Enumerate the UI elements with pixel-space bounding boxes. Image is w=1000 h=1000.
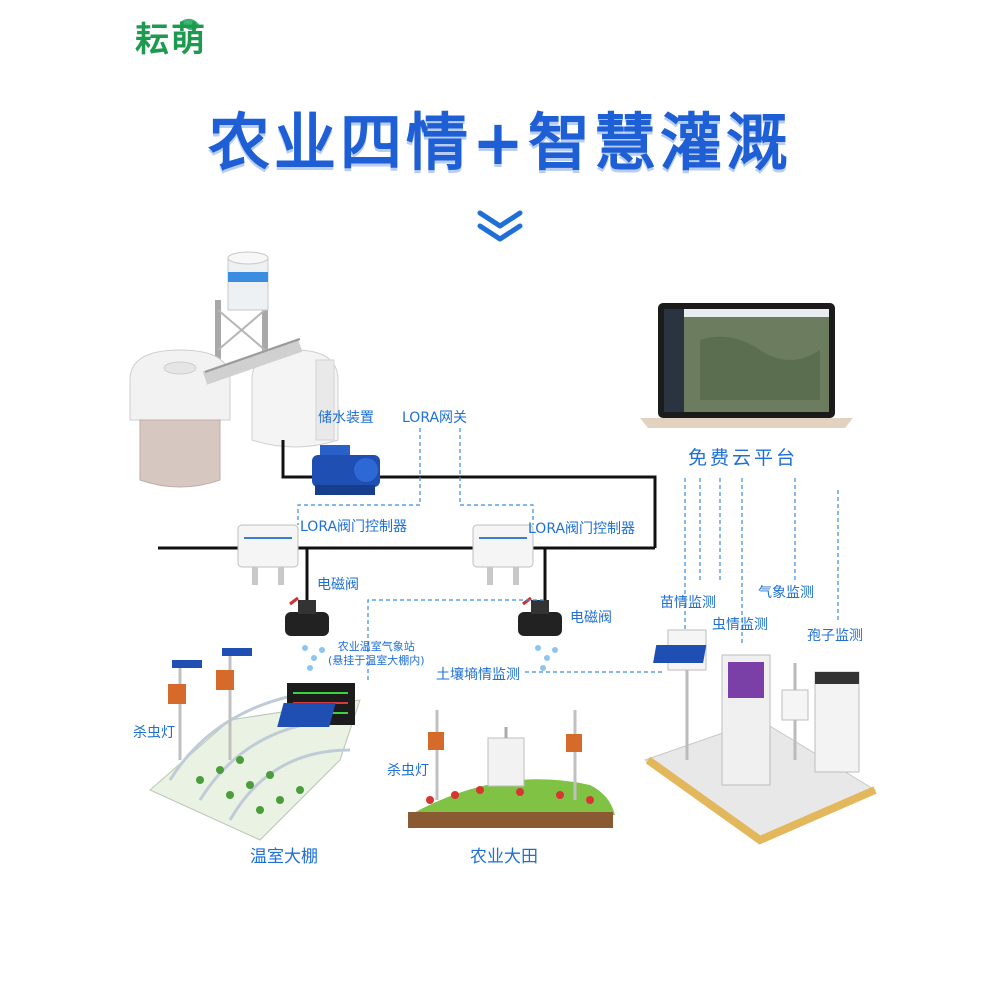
seedling-monitoring-label: 苗情监测: [660, 592, 716, 612]
soil-moisture-label: 土壤墒情监测: [436, 664, 520, 684]
insect-lamp-label-1: 杀虫灯: [133, 722, 175, 742]
greenhouse-weather-line1: 农业温室气象站: [328, 640, 425, 654]
lora-gateway-label: LORA网关: [402, 407, 467, 427]
insect-lamp-label-2: 杀虫灯: [387, 760, 429, 780]
weather-monitoring-label: 气象监测: [758, 582, 814, 602]
valve-controller-box-1: [238, 525, 298, 585]
farmland-label: 农业大田: [470, 842, 538, 867]
storage-label: 储水装置: [318, 407, 374, 427]
valve-controller-box-2: [473, 525, 533, 585]
valve-controller-label-2: LORA阀门控制器: [528, 518, 635, 538]
solenoid-valve-label-1: 电磁阀: [317, 574, 359, 594]
page-title: 农业四情+智慧灌溉: [0, 92, 1000, 182]
valve-controller-label-1: LORA阀门控制器: [300, 516, 407, 536]
brand-logo: 耘萌: [135, 12, 207, 61]
solenoid-valve-2: [518, 598, 562, 636]
cloud-platform-label: 免费云平台: [688, 443, 798, 470]
water-pump: [312, 445, 380, 495]
monitoring-station: [645, 630, 875, 840]
cloud-laptop: [640, 303, 853, 428]
solenoid-valve-label-2: 电磁阀: [570, 607, 612, 627]
greenhouse-label: 温室大棚: [250, 842, 318, 867]
chevron-down-icon: [480, 213, 520, 239]
greenhouse-weather-station-label: 农业温室气象站 (悬挂于温室大棚内): [328, 640, 425, 668]
spore-monitoring-label: 孢子监测: [807, 625, 863, 645]
greenhouse-weather-line2: (悬挂于温室大棚内): [328, 654, 425, 668]
solenoid-valve-1: [285, 598, 329, 636]
insect-monitoring-label: 虫情监测: [712, 614, 768, 634]
